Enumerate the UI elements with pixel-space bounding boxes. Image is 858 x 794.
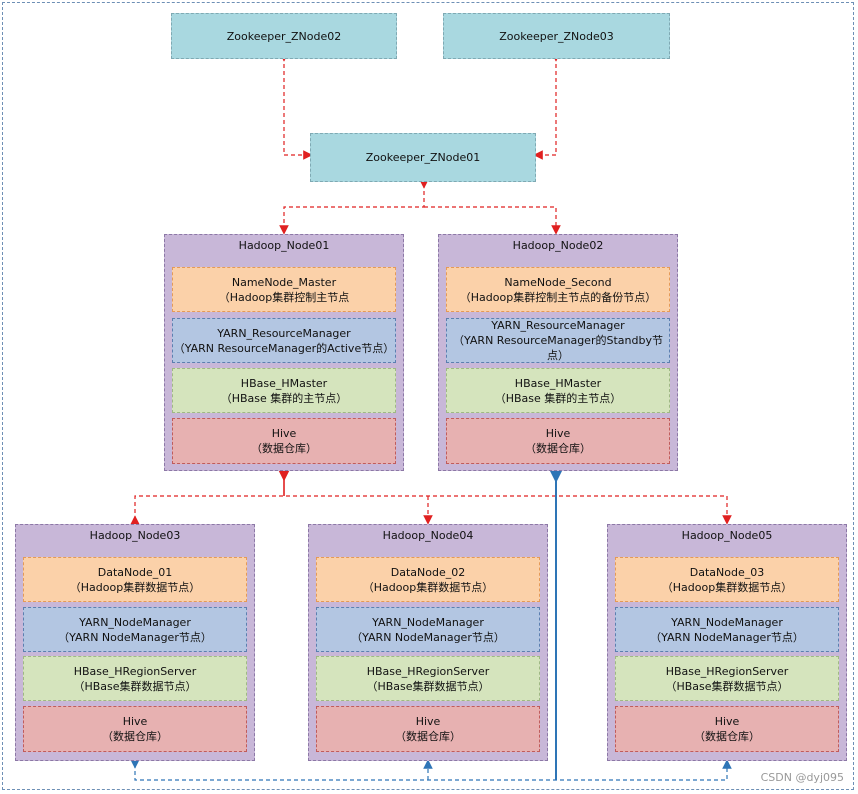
node-title: Hadoop_Node05 xyxy=(681,529,773,542)
service-name: DataNode_01 xyxy=(97,565,173,579)
service-desc: （Hadoop集群控制主节点的备份节点） xyxy=(459,290,657,304)
hive: Hive （数据仓库） xyxy=(446,418,670,464)
datanode: DataNode_03 （Hadoop集群数据节点） xyxy=(615,557,839,602)
service-name: YARN_NodeManager xyxy=(79,615,191,629)
service-name: HBase_HMaster xyxy=(240,376,328,390)
service-desc: （HBase 集群的主节点） xyxy=(494,391,622,405)
yarn-nodemanager: YARN_NodeManager （YARN NodeManager节点） xyxy=(316,607,540,652)
service-name: DataNode_02 xyxy=(390,565,466,579)
service-desc: （Hadoop集群数据节点） xyxy=(661,580,793,594)
service-desc: （HBase集群数据节点） xyxy=(366,679,490,693)
link-znode02-znode01 xyxy=(279,52,313,160)
znode03-label: Zookeeper_ZNode03 xyxy=(499,29,614,43)
znode01-label: Zookeeper_ZNode01 xyxy=(365,151,481,164)
hive: Hive （数据仓库） xyxy=(23,706,247,752)
hbase-hmaster: HBase_HMaster （HBase 集群的主节点） xyxy=(446,368,670,413)
service-desc: （YARN NodeManager节点） xyxy=(650,630,804,644)
node-title: Hadoop_Node03 xyxy=(89,529,181,542)
service-name: Hive xyxy=(271,427,297,440)
service-name: YARN_NodeManager xyxy=(671,615,783,629)
service-desc: （Hadoop集群数据节点） xyxy=(362,580,494,594)
hadoop-node05: Hadoop_Node05 DataNode_03 （Hadoop集群数据节点）… xyxy=(607,524,847,761)
hadoop-node03: Hadoop_Node03 DataNode_01 （Hadoop集群数据节点）… xyxy=(15,524,255,761)
zookeeper-znode02: Zookeeper_ZNode02 xyxy=(171,13,397,59)
node-title: Hadoop_Node04 xyxy=(382,529,474,542)
link-node01-node03 xyxy=(130,495,732,525)
service-name: HBase_HMaster xyxy=(514,376,602,390)
namenode-master: NameNode_Master （Hadoop集群控制主节点 xyxy=(172,267,396,312)
service-name: DataNode_03 xyxy=(689,565,765,579)
zookeeper-znode03: Zookeeper_ZNode03 xyxy=(443,13,670,59)
service-name: HBase_HRegionServer xyxy=(73,664,197,678)
hive: Hive （数据仓库） xyxy=(316,706,540,752)
service-name: YARN_ResourceManager xyxy=(217,326,351,340)
service-desc: （HBase集群数据节点） xyxy=(73,679,197,693)
yarn-nodemanager: YARN_NodeManager （YARN NodeManager节点） xyxy=(615,607,839,652)
yarn-resourcemanager: YARN_ResourceManager （YARN ResourceManag… xyxy=(172,318,396,363)
service-desc: （数据仓库） xyxy=(251,442,317,455)
hive: Hive （数据仓库） xyxy=(615,706,839,752)
service-name: NameNode_Second xyxy=(504,275,612,289)
hadoop-node02: Hadoop_Node02 NameNode_Second （Hadoop集群控… xyxy=(438,234,678,471)
znode02-label: Zookeeper_ZNode02 xyxy=(226,29,342,43)
service-name: YARN_ResourceManager xyxy=(491,319,625,332)
hbase-hregionserver: HBase_HRegionServer （HBase集群数据节点） xyxy=(23,656,247,701)
service-desc: （数据仓库） xyxy=(102,730,168,743)
service-name: Hive xyxy=(545,427,571,440)
yarn-resourcemanager: YARN_ResourceManager （YARN ResourceManag… xyxy=(446,318,670,363)
link-znode01-node02 xyxy=(424,206,561,235)
service-name: NameNode_Master xyxy=(231,275,337,289)
service-desc: （YARN ResourceManager的Standby节点） xyxy=(453,334,663,362)
node-title: Hadoop_Node01 xyxy=(238,239,330,252)
service-name: HBase_HRegionServer xyxy=(665,664,789,678)
service-desc: （Hadoop集群控制主节点 xyxy=(218,290,350,304)
service-desc: （数据仓库） xyxy=(694,730,760,743)
service-desc: （数据仓库） xyxy=(395,730,461,743)
service-desc: （HBase 集群的主节点） xyxy=(220,391,348,405)
service-name: Hive xyxy=(714,715,740,728)
namenode-second: NameNode_Second （Hadoop集群控制主节点的备份节点） xyxy=(446,267,670,312)
link-znode03-znode01 xyxy=(533,52,561,160)
service-desc: （YARN NodeManager节点） xyxy=(351,630,505,644)
service-desc: （YARN ResourceManager的Active节点） xyxy=(173,341,395,355)
node-title: Hadoop_Node02 xyxy=(512,239,604,252)
service-name: Hive xyxy=(122,715,148,728)
yarn-nodemanager: YARN_NodeManager （YARN NodeManager节点） xyxy=(23,607,247,652)
hadoop-node01: Hadoop_Node01 NameNode_Master （Hadoop集群控… xyxy=(164,234,404,471)
hadoop-node04: Hadoop_Node04 DataNode_02 （Hadoop集群数据节点）… xyxy=(308,524,548,761)
link-znode01-node01 xyxy=(279,179,429,235)
service-desc: （Hadoop集群数据节点） xyxy=(69,580,201,594)
datanode: DataNode_01 （Hadoop集群数据节点） xyxy=(23,557,247,602)
service-desc: （数据仓库） xyxy=(525,442,591,455)
service-name: HBase_HRegionServer xyxy=(366,664,490,678)
service-desc: （HBase集群数据节点） xyxy=(665,679,789,693)
hbase-hregionserver: HBase_HRegionServer （HBase集群数据节点） xyxy=(316,656,540,701)
service-desc: （YARN NodeManager节点） xyxy=(58,630,212,644)
service-name: YARN_NodeManager xyxy=(372,615,484,629)
hive: Hive （数据仓库） xyxy=(172,418,396,464)
service-name: Hive xyxy=(415,715,441,728)
zookeeper-znode01: Zookeeper_ZNode01 xyxy=(310,133,536,182)
watermark: CSDN @dyj095 xyxy=(760,771,844,784)
hbase-hmaster: HBase_HMaster （HBase 集群的主节点） xyxy=(172,368,396,413)
link-node02-workers xyxy=(130,759,732,781)
datanode: DataNode_02 （Hadoop集群数据节点） xyxy=(316,557,540,602)
hbase-hregionserver: HBase_HRegionServer （HBase集群数据节点） xyxy=(615,656,839,701)
